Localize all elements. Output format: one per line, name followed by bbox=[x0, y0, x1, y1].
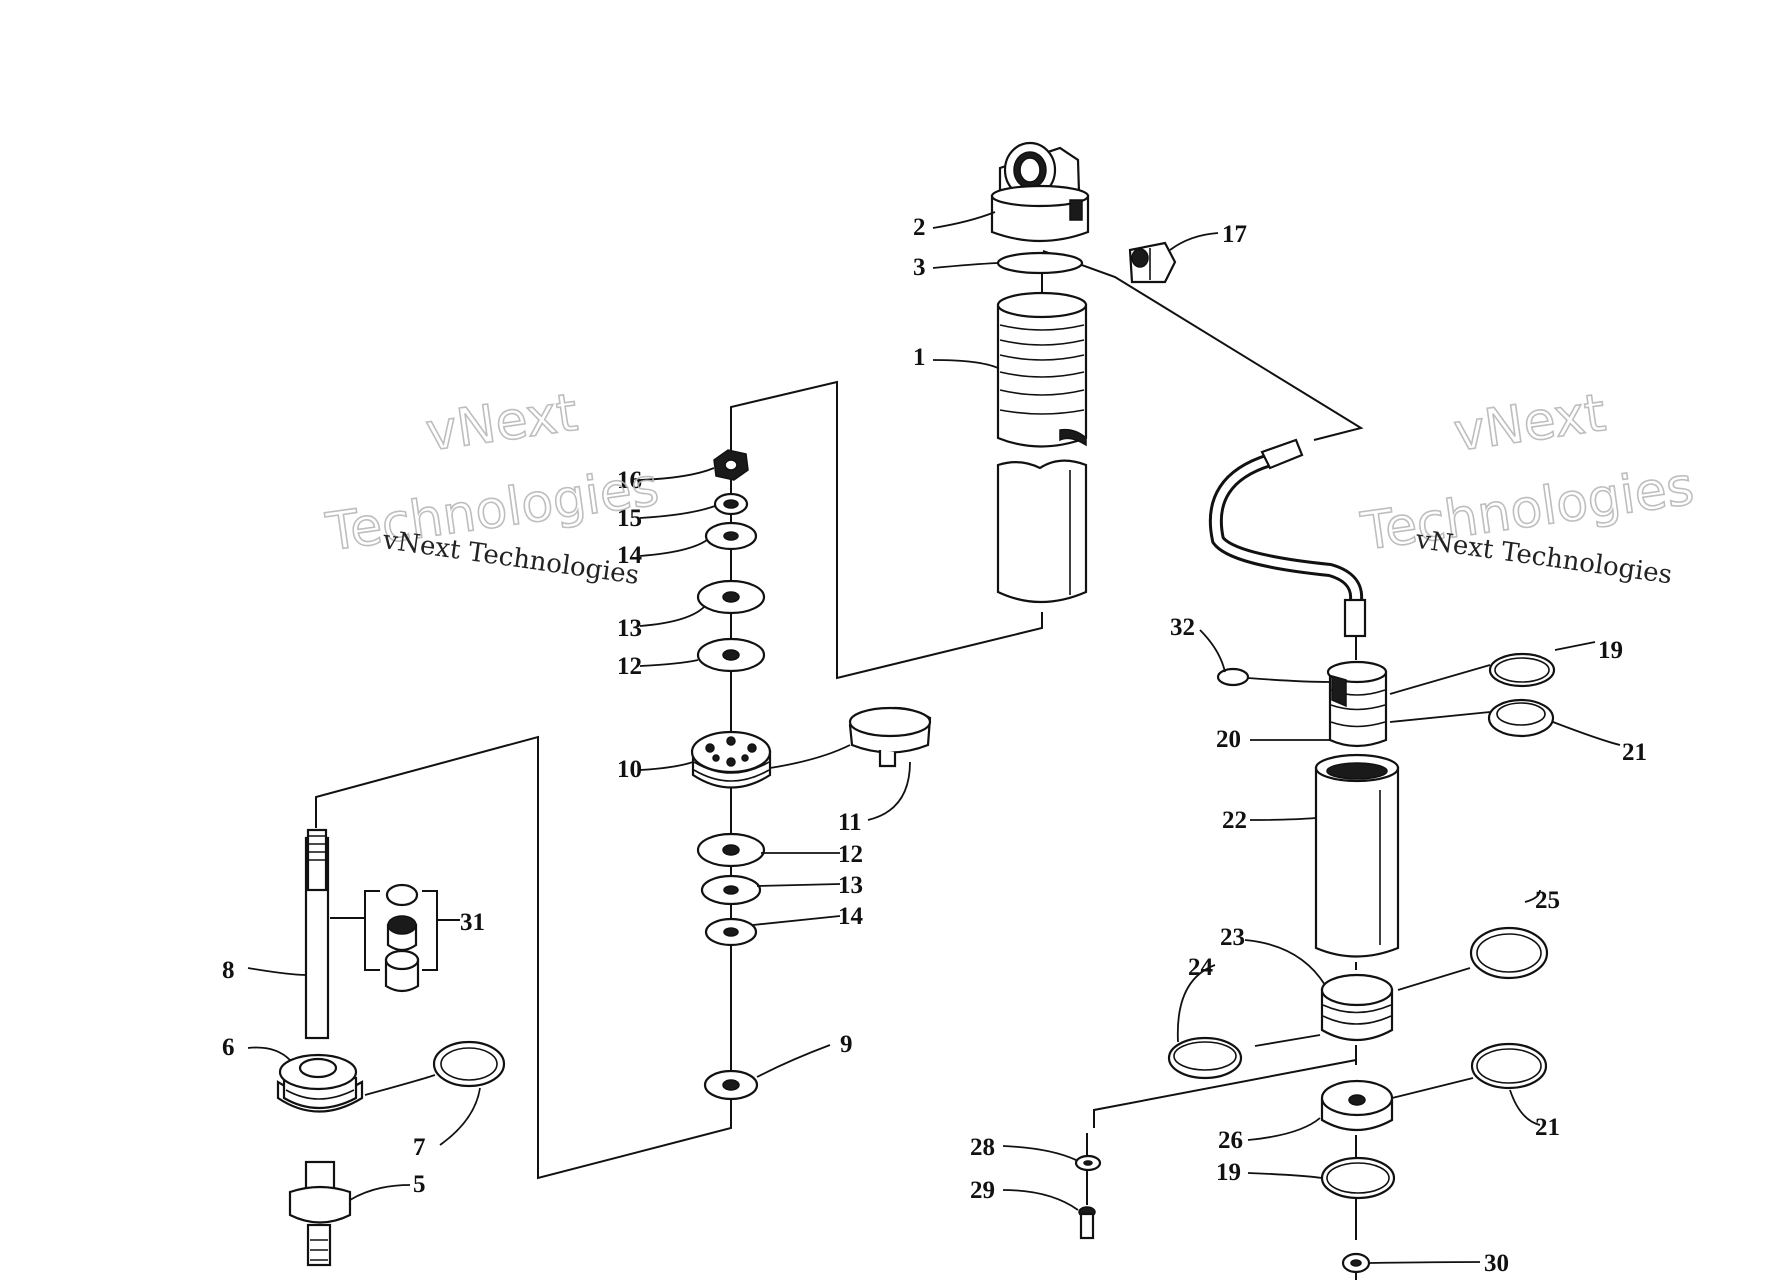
label-25: 25 bbox=[1535, 887, 1560, 914]
part-16-nut bbox=[713, 449, 749, 481]
part-25-o-ring bbox=[1469, 926, 1549, 980]
part-12-shim-top bbox=[696, 637, 766, 673]
part-12-shim-bottom bbox=[696, 832, 766, 868]
part-1-main-cylinder bbox=[996, 291, 1088, 604]
part-10-piston bbox=[690, 730, 772, 789]
label-20: 20 bbox=[1216, 726, 1241, 753]
label-14-top: 14 bbox=[617, 542, 643, 569]
label-12-bottom: 12 bbox=[838, 841, 863, 868]
label-6: 6 bbox=[222, 1034, 235, 1061]
label-24: 24 bbox=[1188, 954, 1214, 981]
leader-lines bbox=[247, 211, 1621, 1264]
part-11-piston-band bbox=[848, 706, 932, 768]
label-14-bottom: 14 bbox=[838, 903, 864, 930]
label-5: 5 bbox=[413, 1171, 426, 1198]
part-31-bushings bbox=[330, 883, 460, 993]
part-2-eyelet-body bbox=[990, 141, 1090, 243]
part-13-shim-bottom bbox=[700, 874, 762, 906]
label-9: 9 bbox=[840, 1031, 853, 1058]
part-17-fitting bbox=[1128, 241, 1177, 284]
label-19-bottom: 19 bbox=[1216, 1159, 1241, 1186]
part-29-screw bbox=[1078, 1206, 1096, 1240]
part-21-ring-top bbox=[1487, 698, 1555, 738]
watermark-right: vNext Technologies vNext Technologies bbox=[1356, 382, 1698, 590]
label-22: 22 bbox=[1222, 807, 1247, 834]
watermark-left-big-1: vNext bbox=[422, 383, 581, 464]
label-8: 8 bbox=[222, 957, 235, 984]
label-30: 30 bbox=[1484, 1250, 1509, 1277]
part-15-lock-washer bbox=[713, 492, 749, 516]
part-9-washer bbox=[703, 1069, 759, 1101]
label-32: 32 bbox=[1170, 614, 1195, 641]
label-7: 7 bbox=[413, 1134, 426, 1161]
label-12-top: 12 bbox=[617, 653, 642, 680]
label-26: 26 bbox=[1218, 1127, 1243, 1154]
part-30-washer bbox=[1341, 1252, 1371, 1274]
label-29: 29 bbox=[970, 1177, 995, 1204]
label-21-top: 21 bbox=[1622, 739, 1647, 766]
part-23-floating-piston bbox=[1320, 973, 1394, 1041]
label-2: 2 bbox=[913, 214, 926, 241]
part-20-reservoir-cap bbox=[1326, 660, 1388, 748]
label-16: 16 bbox=[617, 467, 642, 494]
part-labels: 1 2 3 5 6 7 8 9 10 11 12 12 13 13 14 14 … bbox=[222, 214, 1647, 1277]
part-3-o-ring bbox=[996, 251, 1084, 275]
part-8-shaft bbox=[304, 828, 330, 1040]
label-1: 1 bbox=[913, 344, 926, 371]
label-23: 23 bbox=[1220, 924, 1245, 951]
label-17: 17 bbox=[1222, 221, 1247, 248]
part-13-shim-top bbox=[696, 579, 766, 615]
part-7-o-ring bbox=[432, 1040, 506, 1088]
part-14-washer-bottom bbox=[704, 917, 758, 947]
part-14-washer-top bbox=[704, 521, 758, 551]
label-3: 3 bbox=[913, 254, 926, 281]
part-5-end-mount bbox=[288, 1160, 352, 1267]
part-32-o-ring bbox=[1216, 667, 1250, 687]
label-10: 10 bbox=[617, 756, 642, 783]
label-13-top: 13 bbox=[617, 615, 642, 642]
part-6-seal-head bbox=[276, 1053, 364, 1113]
part-22-reservoir-body bbox=[1314, 753, 1400, 958]
watermark-right-big-1: vNext bbox=[1450, 383, 1609, 464]
label-21-bottom: 21 bbox=[1535, 1114, 1560, 1141]
watermark-left: vNext Technologies vNext Technologies bbox=[321, 382, 663, 591]
part-21-ring-bottom bbox=[1470, 1042, 1548, 1090]
label-28: 28 bbox=[970, 1134, 995, 1161]
part-19-o-ring-bottom bbox=[1320, 1156, 1396, 1200]
label-19-top: 19 bbox=[1598, 637, 1623, 664]
part-19-o-ring-top bbox=[1488, 652, 1556, 688]
label-15: 15 bbox=[617, 505, 642, 532]
part-24-piston-band bbox=[1167, 1036, 1243, 1080]
part-28-washer bbox=[1074, 1154, 1102, 1172]
label-31: 31 bbox=[460, 909, 485, 936]
label-11: 11 bbox=[838, 809, 862, 836]
label-13-bottom: 13 bbox=[838, 872, 863, 899]
hose-assembly bbox=[1208, 438, 1367, 638]
part-26-end-cap bbox=[1320, 1079, 1394, 1131]
